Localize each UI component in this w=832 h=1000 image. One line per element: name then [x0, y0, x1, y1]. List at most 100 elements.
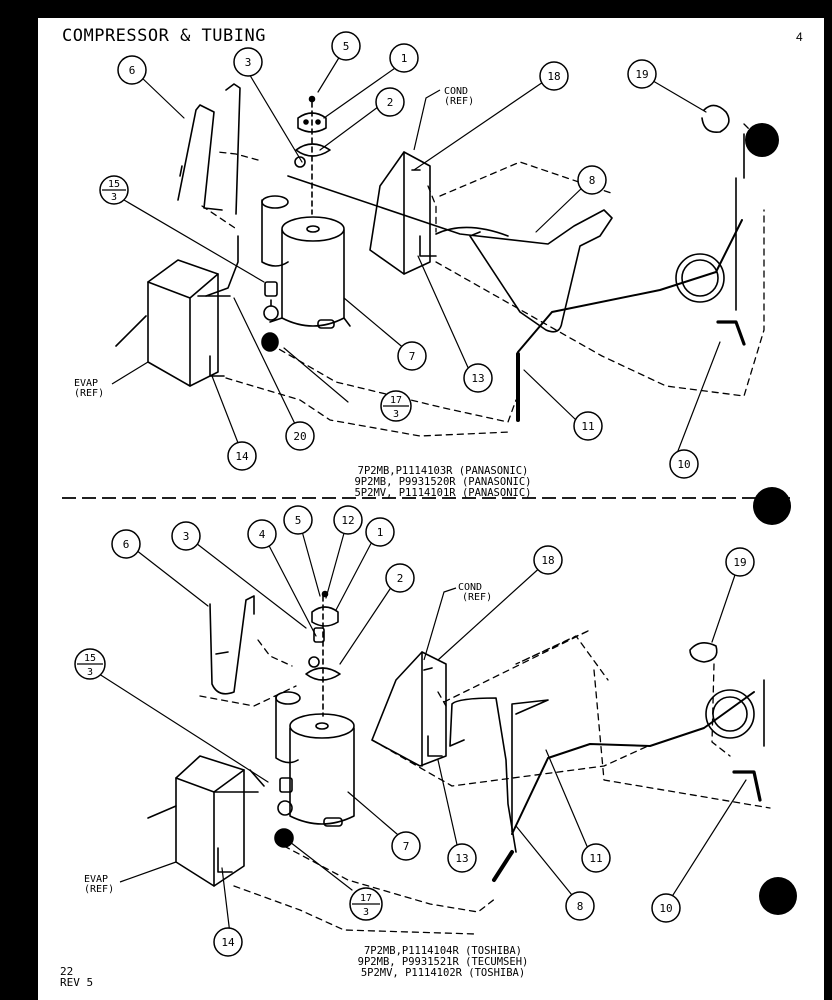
svg-text:8: 8 [589, 174, 596, 187]
callout-bubble: 2 [375, 87, 405, 117]
upper-terminal-cover [294, 95, 331, 215]
svg-text:18: 18 [541, 554, 554, 567]
svg-text:6: 6 [129, 64, 136, 77]
upper-mount-parts [261, 281, 279, 352]
page-number-block: 22 REV 5 [60, 966, 93, 988]
callout-bubble: 10 [669, 449, 699, 479]
scan-edge-left [0, 0, 38, 1000]
lower-leaders [95, 523, 747, 935]
callout-bubble: 11 [573, 411, 603, 441]
upper-model-list: 7P2MB,P1114103R (PANASONIC) 9P2MB, P9931… [318, 466, 568, 499]
page-revision: REV 5 [60, 976, 94, 989]
callout-bubble: 1 [365, 517, 395, 547]
lower-terminal-cover [305, 590, 341, 717]
svg-text:19: 19 [733, 556, 746, 569]
upper-diagram [115, 55, 765, 457]
callout-bubble: 4 [247, 519, 277, 549]
model-line: 7P2MB,P1114103R (PANASONIC) [357, 465, 529, 477]
fraction-callout: 15 3 [99, 175, 129, 205]
svg-text:12: 12 [341, 514, 354, 527]
scan-edge-top [0, 0, 832, 18]
callout-bubble: 6 [111, 529, 141, 559]
page-title: COMPRESSOR & TUBING [62, 26, 266, 46]
svg-text:2: 2 [387, 96, 394, 109]
svg-text:3: 3 [183, 530, 190, 543]
svg-text:8: 8 [577, 900, 584, 913]
cond-label: COND [444, 86, 468, 97]
callout-bubble: 1 [389, 43, 419, 73]
svg-text:15: 15 [108, 179, 120, 190]
callout-bubble: 6 [117, 55, 147, 85]
callout-bubble: 7 [391, 831, 421, 861]
callout-bubble: 14 [227, 441, 257, 471]
sheet [38, 18, 824, 1000]
callout-bubble: 19 [627, 59, 657, 89]
svg-text:6: 6 [123, 538, 130, 551]
page-number: 22 [60, 965, 74, 978]
callout-bubble: 10 [651, 893, 681, 923]
svg-text:4: 4 [259, 528, 266, 541]
svg-text:14: 14 [235, 450, 249, 463]
svg-text:2: 2 [397, 572, 404, 585]
lower-labels: COND (REF) EVAP (REF) [84, 582, 492, 895]
lower-dashed-routing [199, 629, 771, 935]
svg-text:19: 19 [635, 68, 648, 81]
svg-text:1: 1 [377, 526, 384, 539]
svg-text:10: 10 [677, 458, 690, 471]
upper-evaporator [115, 259, 231, 387]
callout-bubble: 13 [447, 843, 477, 873]
model-line: 9P2MB, P9931520R (PANASONIC) [354, 476, 532, 488]
registration-mark [745, 123, 779, 157]
cond-ref-label: (REF) [462, 592, 492, 603]
svg-text:3: 3 [111, 192, 117, 203]
callout-bubble: 11 [581, 843, 611, 873]
callout-bubble: 14 [213, 927, 243, 957]
upper-condenser [369, 151, 437, 275]
svg-text:3: 3 [363, 907, 369, 918]
lower-diagram [95, 523, 771, 935]
svg-text:3: 3 [245, 56, 252, 69]
cond-ref-label: (REF) [444, 96, 474, 107]
corner-mark: 4 [796, 30, 803, 44]
svg-text:13: 13 [455, 852, 468, 865]
lower-model-list: 7P2MB,P1114104R (TOSHIBA) 9P2MB, P993152… [318, 946, 568, 979]
callout-bubble: 12 [333, 505, 363, 535]
callout-bubble: 20 [285, 421, 315, 451]
callout-bubble: 18 [539, 61, 569, 91]
registration-mark [759, 877, 797, 915]
upper-dashed-routing [201, 123, 765, 437]
svg-text:20: 20 [293, 430, 306, 443]
fraction-callout: 17 3 [380, 390, 412, 422]
upper-compressor [261, 195, 351, 329]
lower-mount-parts [274, 777, 294, 848]
lower-condenser [371, 651, 447, 767]
upper-callouts: 6 3 5 1 2 18 19 8 7 13 11 10 14 20 [117, 31, 699, 479]
model-line: 7P2MB,P1114104R (TOSHIBA) [363, 945, 523, 957]
lower-tubing [209, 595, 765, 882]
callout-bubble: 19 [725, 547, 755, 577]
callout-bubble: 2 [385, 563, 415, 593]
callout-bubble: 8 [565, 891, 595, 921]
svg-text:13: 13 [471, 372, 484, 385]
svg-text:14: 14 [221, 936, 235, 949]
svg-text:15: 15 [84, 653, 96, 664]
evap-ref-label: (REF) [74, 388, 104, 399]
svg-text:18: 18 [547, 70, 560, 83]
evap-label: EVAP [74, 378, 98, 389]
callout-bubble: 13 [463, 363, 493, 393]
callout-bubble: 3 [233, 47, 263, 77]
svg-text:10: 10 [659, 902, 672, 915]
evap-label: EVAP [84, 874, 108, 885]
svg-text:11: 11 [581, 420, 594, 433]
upper-labels: COND (REF) EVAP (REF) [74, 86, 474, 399]
svg-text:7: 7 [409, 350, 416, 363]
svg-text:7: 7 [403, 840, 410, 853]
svg-text:17: 17 [360, 893, 372, 904]
registration-mark [753, 487, 791, 525]
lower-callouts: 6 3 4 5 12 1 2 18 19 7 13 11 10 8 14 [111, 505, 755, 957]
upper-tubing [177, 83, 746, 422]
upper-leaders [123, 55, 721, 457]
callout-bubble: 8 [577, 165, 607, 195]
